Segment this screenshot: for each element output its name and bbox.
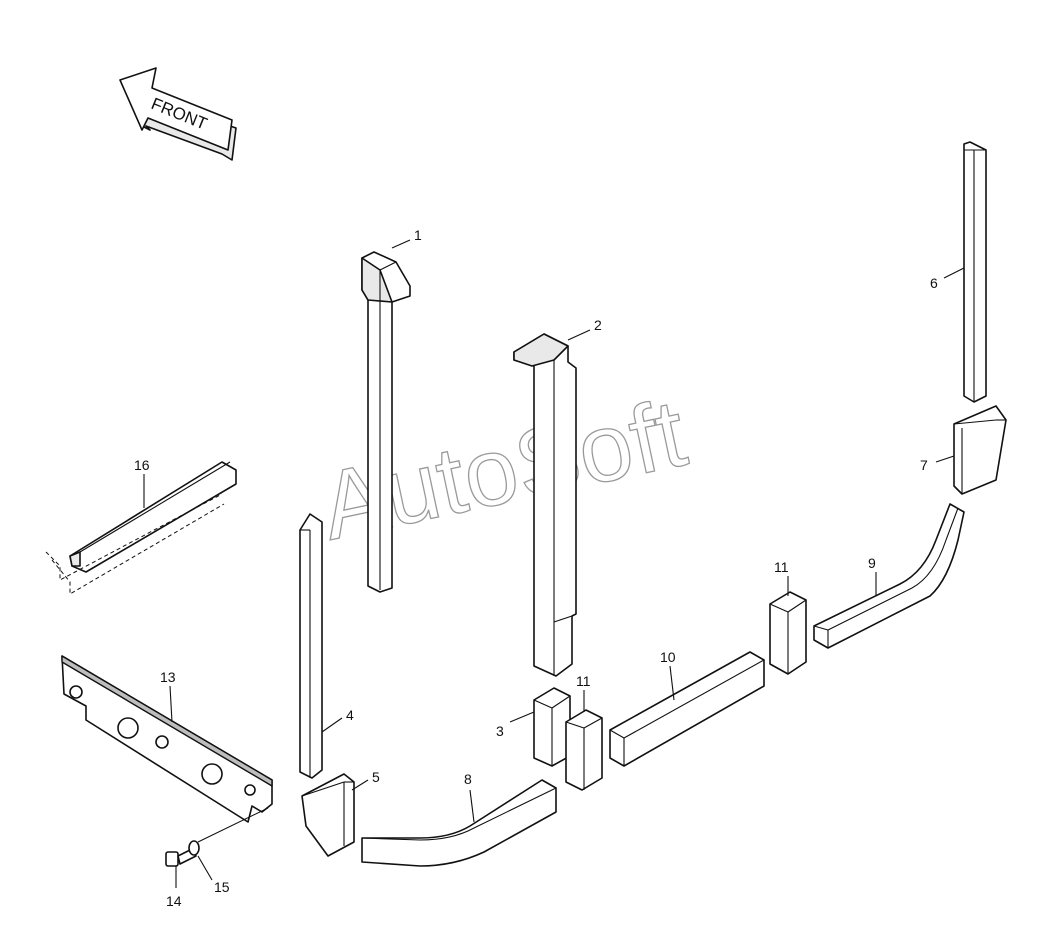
part-7-block	[953, 405, 1007, 495]
part-3-block	[533, 687, 571, 767]
callout-7: 7	[920, 457, 928, 473]
part-15-washer	[188, 840, 200, 856]
callout-14: 14	[166, 893, 182, 909]
plate-hole	[117, 717, 139, 739]
callout-16: 16	[134, 457, 150, 473]
callout-9: 9	[868, 555, 876, 571]
plate-hole	[155, 735, 169, 749]
callout-13: 13	[160, 669, 176, 685]
front-arrow: FRONT	[119, 67, 237, 161]
callout-5: 5	[372, 769, 380, 785]
part-6-bar	[963, 141, 987, 403]
callout-3: 3	[496, 723, 504, 739]
plate-hole	[244, 784, 256, 796]
callout-2: 2	[594, 317, 602, 333]
part-11-block-b	[769, 591, 807, 675]
part-1-post	[361, 251, 411, 593]
callout-1: 1	[414, 227, 422, 243]
callout-15: 15	[214, 879, 230, 895]
part-10-bar	[609, 651, 765, 767]
part-11-block-a	[565, 709, 603, 791]
part-8-bar	[361, 779, 557, 867]
part-2-post	[513, 333, 577, 677]
part-13-plate	[61, 655, 273, 823]
part-5-block	[301, 773, 355, 857]
callout-10: 10	[660, 649, 676, 665]
part-4-bar	[299, 513, 323, 779]
callout-4: 4	[346, 707, 354, 723]
callout-11b: 11	[774, 559, 789, 575]
part-9-bar	[813, 503, 965, 649]
callout-8: 8	[464, 771, 472, 787]
callout-11a: 11	[576, 673, 591, 689]
plate-hole	[201, 763, 223, 785]
plate-hole	[69, 685, 83, 699]
part-16-bracket	[45, 461, 237, 595]
callout-6: 6	[930, 275, 938, 291]
callout-leaders	[143, 239, 965, 888]
